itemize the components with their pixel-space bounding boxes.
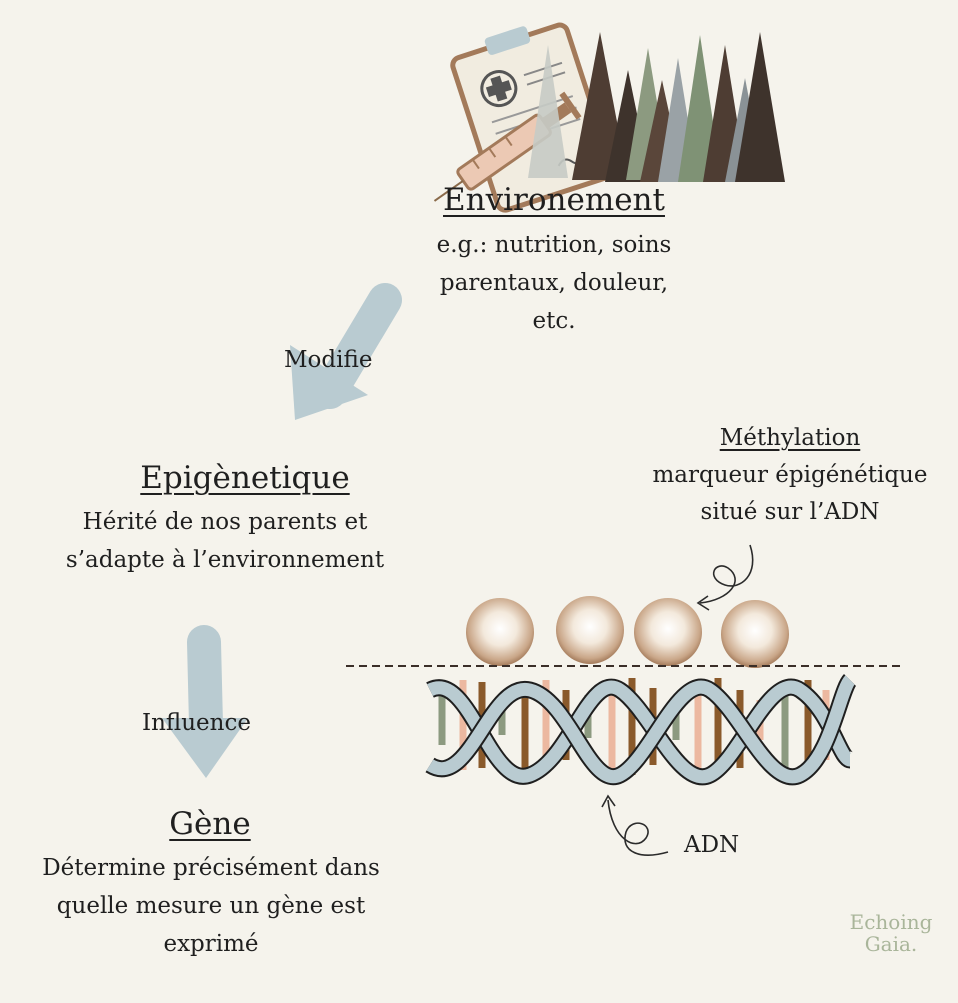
environment-description-line: parentaux, douleur, [404, 264, 704, 302]
forest-icon [528, 32, 785, 182]
brand-logo: Echoing Gaia. [838, 911, 944, 955]
gene-description-line: Détermine précisément dans [10, 849, 412, 887]
methylation-description-line: situé sur l’ADN [620, 494, 958, 531]
epigenetics-description: Hérité de nos parents et s’adapte à l’en… [25, 503, 425, 579]
dna-label: ADN [684, 832, 739, 858]
brand-line: Gaia. [838, 933, 944, 955]
gene-description: Détermine précisément dans quelle mesure… [10, 849, 412, 963]
curly-arrow-icon [700, 545, 753, 603]
epigenetics-title: Epigènetique [70, 460, 420, 496]
curly-arrow-icon [608, 800, 668, 855]
brand-line: Echoing [838, 911, 944, 933]
methyl-sphere-icon [466, 598, 534, 666]
dna-helix-icon [430, 678, 850, 777]
gene-description-line: quelle mesure un gène est [10, 887, 412, 925]
methyl-sphere-icon [556, 596, 624, 664]
environment-description: e.g.: nutrition, soins parentaux, douleu… [404, 226, 704, 340]
epigenetics-description-line: s’adapte à l’environnement [25, 541, 425, 579]
methyl-sphere-icon [721, 600, 789, 668]
influences-label: Influence [142, 710, 251, 736]
epigenetics-description-line: Hérité de nos parents et [25, 503, 425, 541]
methylation-description: marqueur épigénétique situé sur l’ADN [620, 457, 958, 531]
gene-title: Gène [60, 806, 360, 842]
environment-description-line: e.g.: nutrition, soins [404, 226, 704, 264]
methylation-description-line: marqueur épigénétique [620, 457, 958, 494]
environment-title: Environement [404, 182, 704, 218]
methylation-title: Méthylation [640, 425, 940, 451]
methyl-sphere-icon [634, 598, 702, 666]
gene-description-line: exprimé [10, 925, 412, 963]
environment-description-line: etc. [404, 302, 704, 340]
modifies-label: Modifie [284, 347, 372, 373]
